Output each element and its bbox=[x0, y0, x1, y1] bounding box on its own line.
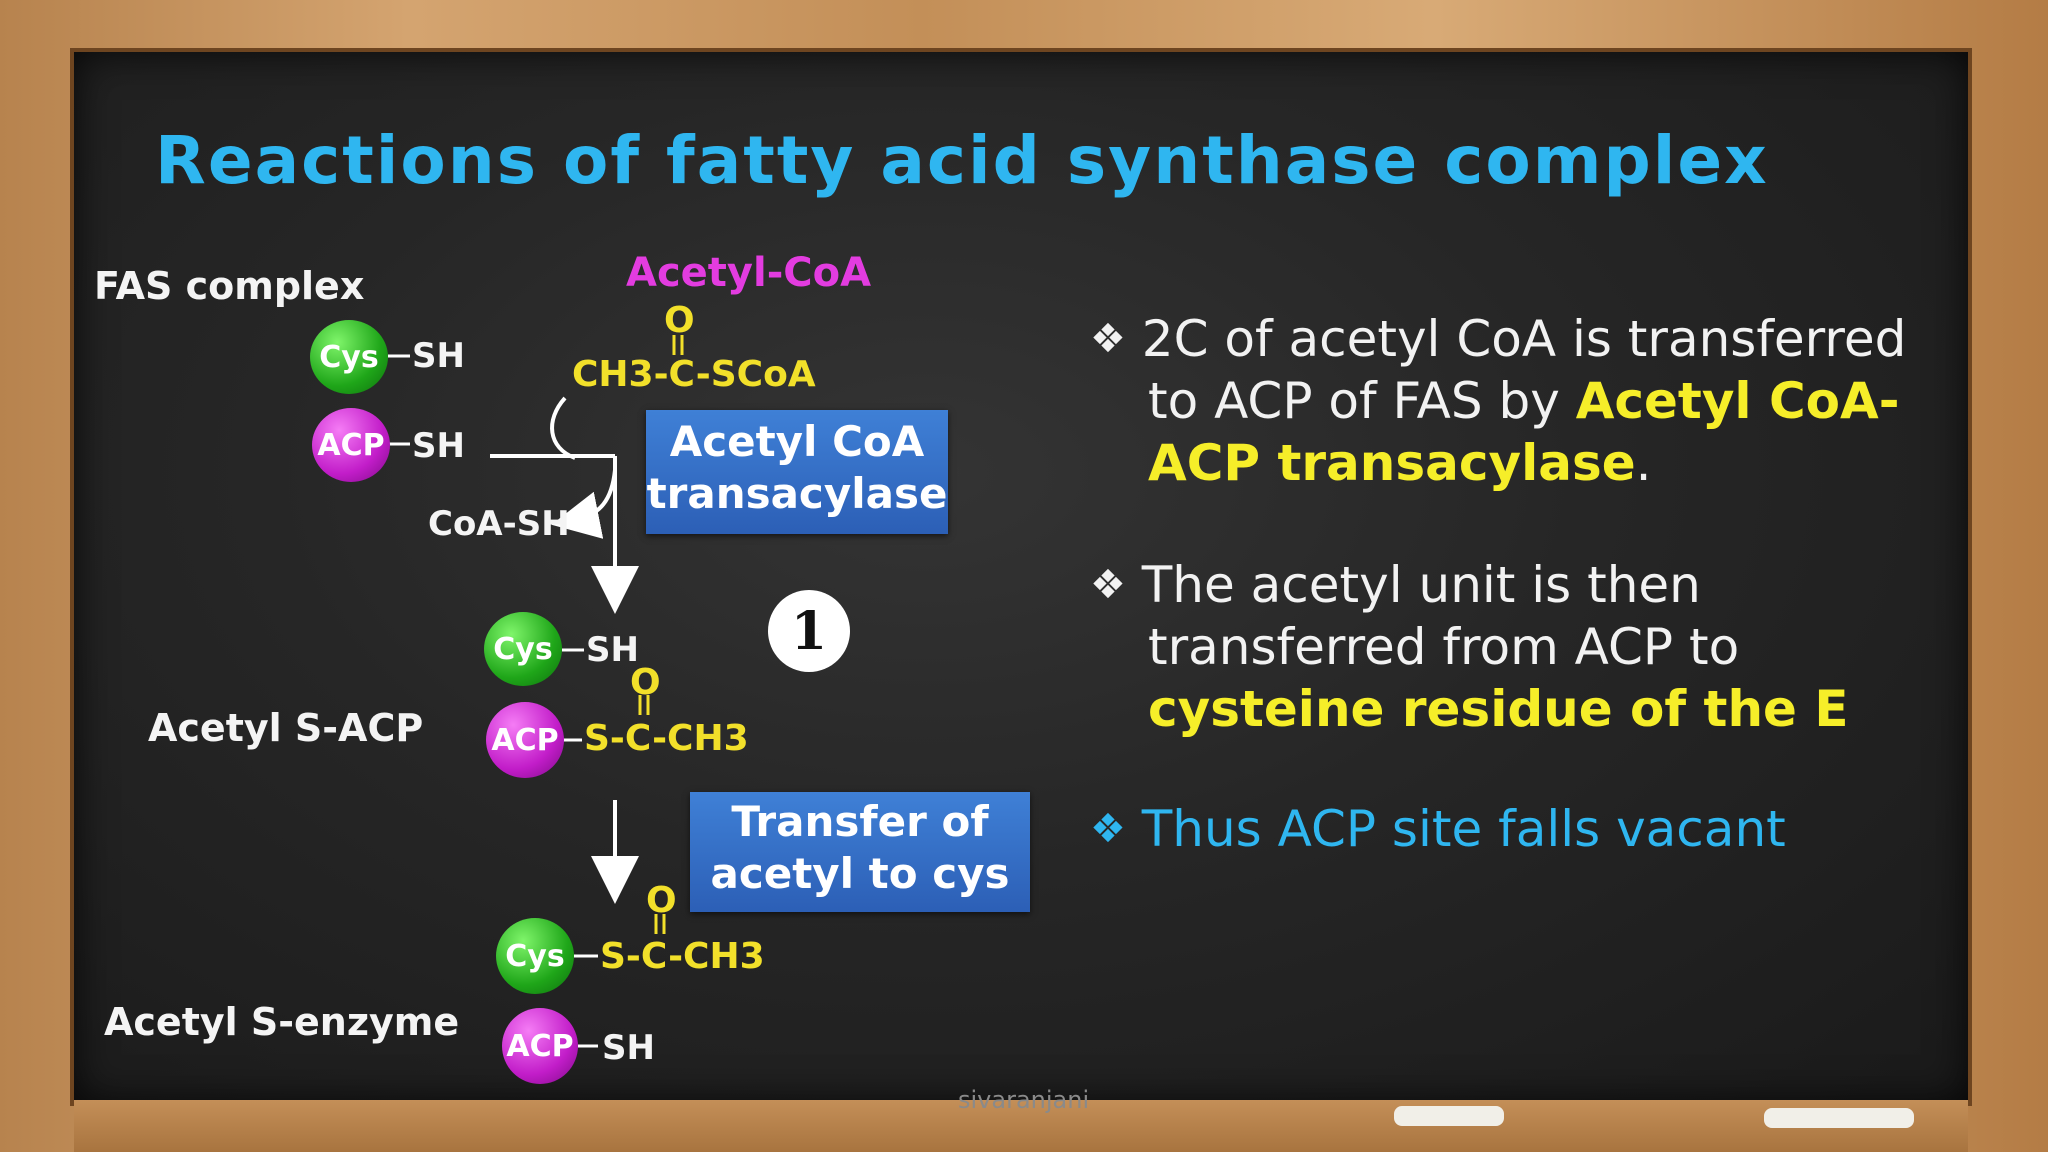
coa-sh-release-arrow bbox=[551, 469, 617, 539]
carbonyl-oxygen: O bbox=[646, 880, 677, 921]
bullet-1: ❖ 2C of acetyl CoA is transferred to ACP… bbox=[1090, 308, 1906, 494]
acetyl-s-enzyme-label: Acetyl S-enzyme bbox=[104, 1000, 460, 1044]
cys-sh-label: SH bbox=[586, 630, 639, 670]
bullet-1-line2: to ACP of FAS by bbox=[1148, 372, 1576, 430]
carbonyl-oxygen: O bbox=[630, 662, 661, 703]
acp-ball: ACP bbox=[486, 702, 564, 778]
acetyl-s-acp-label: Acetyl S-ACP bbox=[148, 706, 424, 750]
enzyme-box-line2: transacylase bbox=[646, 469, 948, 518]
fas-complex-label: FAS complex bbox=[94, 264, 365, 308]
chalk-tray bbox=[74, 1100, 1968, 1152]
page-title: Reactions of fatty acid synthase complex bbox=[155, 122, 1769, 199]
bullet-2-line2: transferred from ACP to bbox=[1148, 618, 1740, 676]
bullet-1-period: . bbox=[1635, 434, 1652, 492]
coa-sh-label: CoA-SH bbox=[428, 504, 570, 544]
chalk-piece bbox=[1394, 1106, 1504, 1126]
watermark: sivaranjani bbox=[958, 1086, 1090, 1114]
bullet-3-text: Thus ACP site falls vacant bbox=[1141, 800, 1786, 858]
acetyl-coa-label: Acetyl-CoA bbox=[626, 250, 872, 296]
bullet-symbol: ❖ bbox=[1090, 562, 1126, 608]
acetyl-coa-structure: CH3-C-SCoA bbox=[572, 354, 816, 395]
bullet-1-line1: 2C of acetyl CoA is transferred bbox=[1141, 310, 1907, 368]
cys-sh-label: SH bbox=[412, 336, 465, 376]
carbonyl-oxygen: O bbox=[664, 300, 695, 341]
enzyme-box-transfer: Transfer of acetyl to cys bbox=[690, 792, 1030, 912]
acp-sh-label: SH bbox=[602, 1028, 655, 1068]
bullet-1-enzyme-highlight-2: ACP transacylase bbox=[1148, 434, 1636, 492]
chalk-piece bbox=[1764, 1108, 1914, 1128]
cys-ball: Cys bbox=[484, 612, 562, 686]
cys-ball: Cys bbox=[310, 320, 388, 394]
enzyme-box-transacylase: Acetyl CoA transacylase bbox=[646, 410, 948, 534]
cys-thioester-structure: S-C-CH3 bbox=[600, 936, 765, 977]
acp-thioester-structure: S-C-CH3 bbox=[584, 718, 749, 759]
chalkboard bbox=[74, 52, 1968, 1102]
step-number-badge: 1 bbox=[768, 590, 850, 672]
acp-sh-label: SH bbox=[412, 426, 465, 466]
bullet-2-line3-highlight: cysteine residue of the E bbox=[1148, 680, 1849, 738]
bullet-symbol: ❖ bbox=[1090, 806, 1126, 852]
bullet-3: ❖ Thus ACP site falls vacant bbox=[1090, 798, 1786, 860]
enzyme-box-line2: acetyl to cys bbox=[710, 849, 1010, 898]
acp-ball: ACP bbox=[312, 408, 390, 482]
bullet-1-enzyme-highlight: Acetyl CoA- bbox=[1575, 372, 1900, 430]
bullet-symbol: ❖ bbox=[1090, 316, 1126, 362]
bullet-2: ❖ The acetyl unit is then transferred fr… bbox=[1090, 554, 1849, 740]
acetyl-incoming-curve bbox=[550, 396, 576, 460]
cys-ball: Cys bbox=[496, 918, 574, 994]
bullet-2-line1: The acetyl unit is then bbox=[1141, 556, 1701, 614]
enzyme-box-line1: Acetyl CoA bbox=[669, 417, 925, 466]
enzyme-box-line1: Transfer of bbox=[731, 797, 989, 846]
acp-ball: ACP bbox=[502, 1008, 578, 1084]
